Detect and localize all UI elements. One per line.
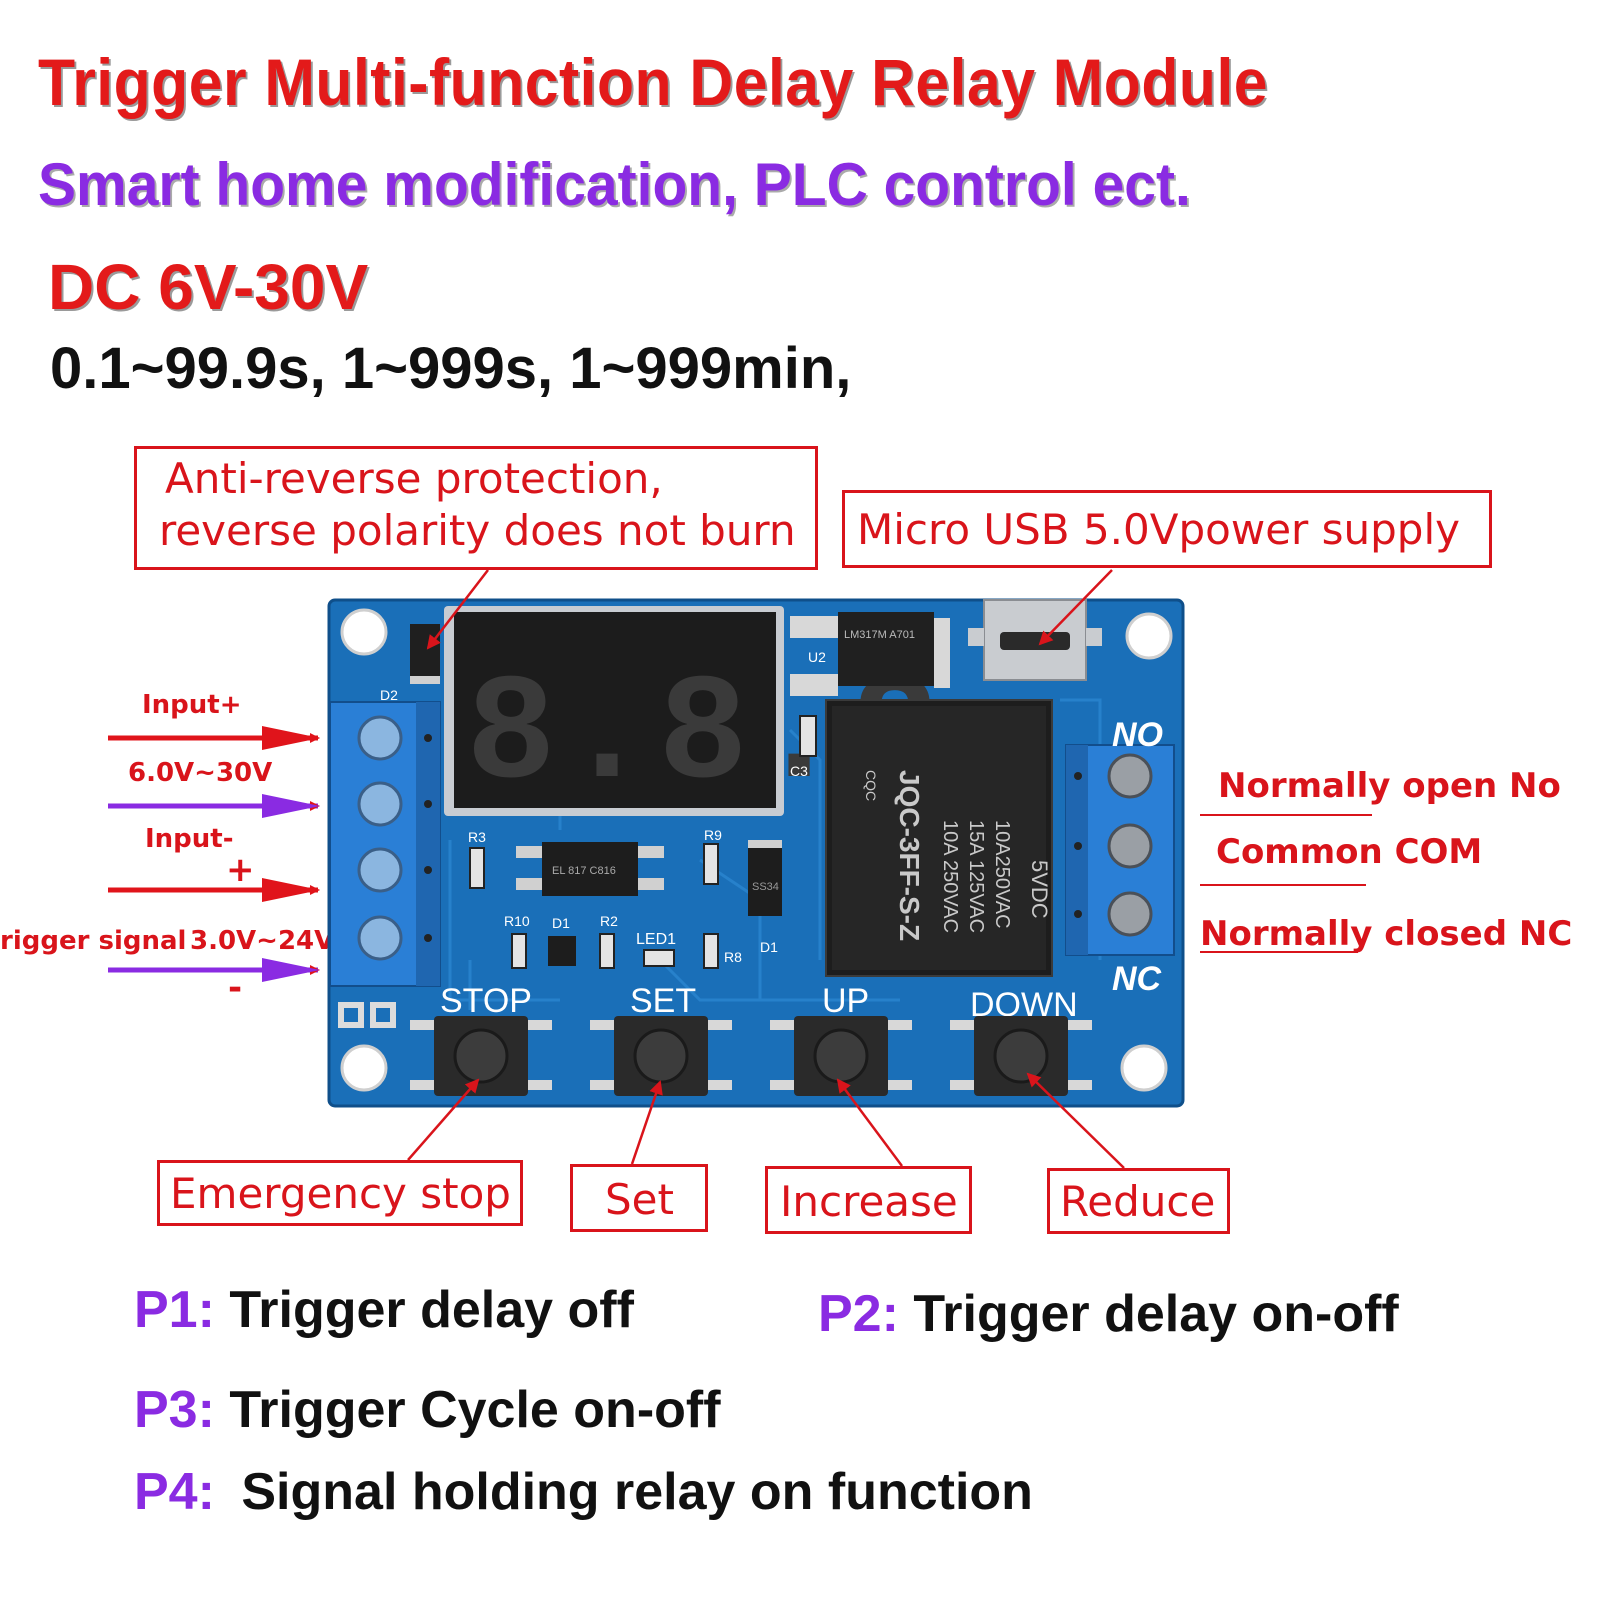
button-up-silk: UP xyxy=(822,982,869,1020)
nc-silk: NC xyxy=(1112,960,1162,998)
relay xyxy=(825,699,1053,977)
two-pin-header xyxy=(338,1002,396,1028)
diode-d1 xyxy=(748,840,782,916)
pcb-board xyxy=(327,598,1185,1108)
silk-r3: R3 xyxy=(468,829,486,845)
mode-p3-key: P3: xyxy=(134,1381,215,1439)
silk-c3: C3 xyxy=(790,763,808,779)
seven-segment-display xyxy=(444,606,784,816)
silk-d1b: D1 xyxy=(760,939,778,955)
anti-reverse-line1: Anti-reverse protection, xyxy=(165,454,663,503)
page-title: Trigger Multi-function Delay Relay Modul… xyxy=(38,45,1269,119)
trigger-signal-label: rigger signal xyxy=(0,926,187,956)
voltage-spec: DC 6V-30V xyxy=(48,251,369,323)
mode-p2: P2: Trigger delay on-off xyxy=(818,1284,1399,1344)
callout-pointers xyxy=(407,569,1125,1169)
relay-labels: CQC JQC-3FF-S-Z 10A 250VAC 15A 125VAC 10… xyxy=(863,770,1052,941)
mode-p2-text: Trigger delay on-off xyxy=(913,1285,1399,1343)
emergency-stop-callout: Emergency stop xyxy=(157,1160,523,1226)
button-set-silk: SET xyxy=(630,982,696,1020)
transistor-d1 xyxy=(548,936,576,966)
relay-cert: CQC xyxy=(863,770,879,801)
output-terminal-block xyxy=(1065,744,1175,956)
mode-p4: P4: Signal holding relay on function xyxy=(134,1462,1033,1522)
input-minus-label: Input- xyxy=(145,824,234,854)
silk-r2: R2 xyxy=(600,913,618,929)
relay-rating-2: 10A250VAC xyxy=(991,820,1013,929)
mode-p3-text: Trigger Cycle on-off xyxy=(229,1381,721,1439)
no-silk: NO xyxy=(1112,716,1163,754)
input-plus-label: Input+ xyxy=(142,690,242,720)
subtitle: Smart home modification, PLC control ect… xyxy=(38,151,1191,218)
micro-usb-callout: Micro USB 5.0Vpower supply xyxy=(842,490,1492,568)
mode-p1-text: Trigger delay off xyxy=(229,1281,634,1339)
optocoupler xyxy=(516,842,664,896)
relay-rating-1: 5VDC xyxy=(1027,860,1052,919)
silk-led1: LED1 xyxy=(636,931,676,948)
common-label: Common COM xyxy=(1216,832,1483,872)
mounting-holes xyxy=(340,608,1173,1092)
normally-open-label: Normally open No xyxy=(1218,766,1561,806)
trigger-range-label: 3.0V~24V xyxy=(190,926,335,956)
anti-reverse-line2: reverse polarity does not burn xyxy=(159,506,796,555)
optocoupler-text: EL 817 C816 xyxy=(552,865,616,877)
silk-r10: R10 xyxy=(504,913,530,929)
tact-button-set xyxy=(590,1016,732,1096)
mode-p3: P3: Trigger Cycle on-off xyxy=(134,1380,721,1440)
diode-d2 xyxy=(410,624,440,684)
tact-button-stop xyxy=(410,1016,552,1096)
regulator-text: LM317M A701 xyxy=(844,629,915,641)
tact-button-up xyxy=(770,1016,912,1096)
button-stop-silk: STOP xyxy=(440,982,532,1020)
minus-sign: - xyxy=(228,968,243,1008)
smd-resistors xyxy=(469,715,817,969)
tact-button-down xyxy=(950,1016,1092,1096)
relay-model: JQC-3FF-S-Z xyxy=(894,770,925,941)
display-readout: 8.8.8. xyxy=(466,652,1042,822)
relay-rating-4: 10A 250VAC xyxy=(939,820,961,933)
anti-reverse-callout: Anti-reverse protection, reverse polarit… xyxy=(134,446,818,570)
diode-mark: SS34 xyxy=(752,881,779,893)
normally-closed-label: Normally closed NC xyxy=(1200,914,1573,954)
plus-sign: + xyxy=(226,850,255,890)
time-ranges: 0.1~99.9s, 1~999s, 1~999min, xyxy=(50,336,852,401)
increase-callout: Increase xyxy=(765,1166,972,1234)
voltage-regulator xyxy=(790,612,950,696)
mode-p2-key: P2: xyxy=(818,1285,899,1343)
silk-r8: R8 xyxy=(724,949,742,965)
mode-p1: P1: Trigger delay off xyxy=(134,1280,634,1340)
mode-p4-text: Signal holding relay on function xyxy=(241,1463,1033,1521)
silk-u2: U2 xyxy=(808,649,826,665)
silk-d1a: D1 xyxy=(552,915,570,931)
set-callout: Set xyxy=(570,1164,708,1232)
button-down-silk: DOWN xyxy=(970,986,1078,1024)
input-terminal-block xyxy=(329,701,441,987)
input-range-label: 6.0V~30V xyxy=(128,758,273,788)
micro-usb-port xyxy=(968,599,1102,681)
silk-d2: D2 xyxy=(380,687,398,703)
relay-rating-3: 15A 125VAC xyxy=(965,820,987,933)
reduce-callout: Reduce xyxy=(1047,1168,1230,1234)
mode-p1-key: P1: xyxy=(134,1281,215,1339)
silk-r9: R9 xyxy=(704,827,722,843)
mode-p4-key: P4: xyxy=(134,1463,215,1521)
